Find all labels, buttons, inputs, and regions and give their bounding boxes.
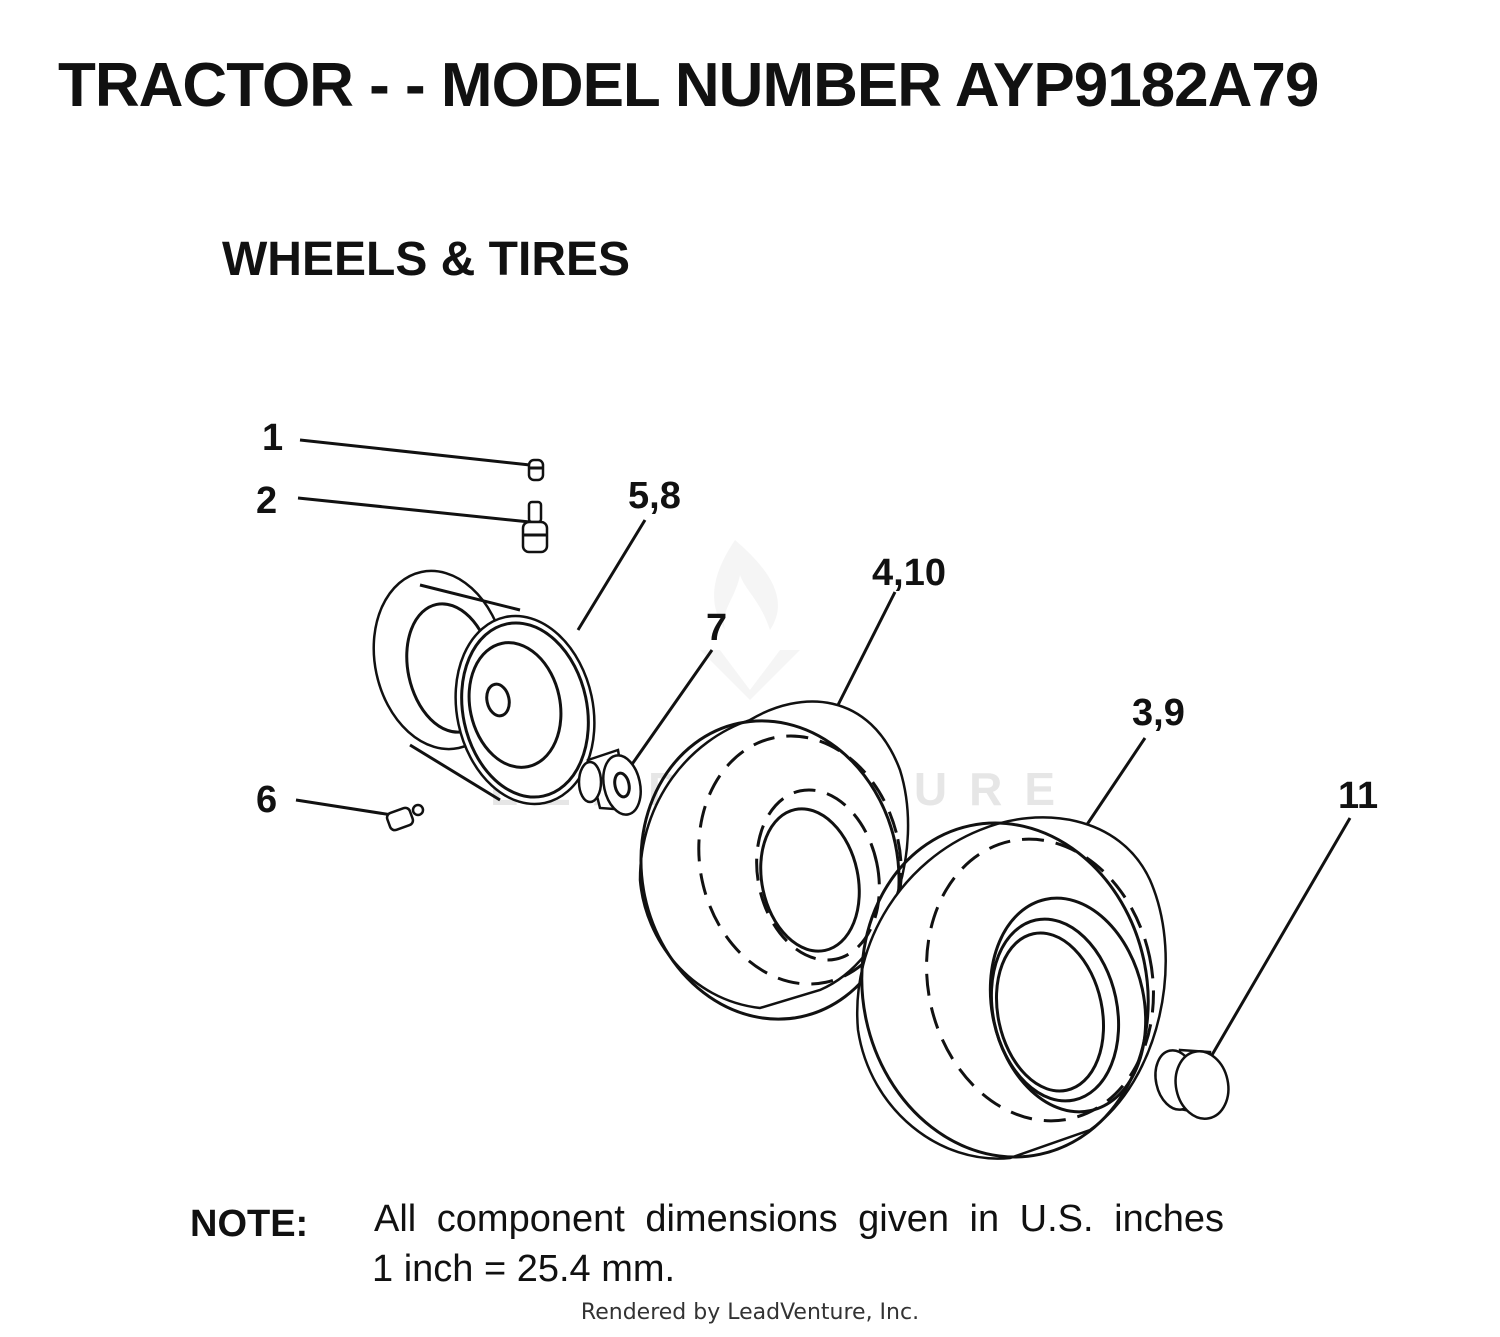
note-dimensions-text: All component dimensions given in U.S. i…: [374, 1198, 1224, 1240]
rear-tire-part-3-9: [855, 816, 1167, 1160]
callout-2: 2: [256, 480, 277, 522]
bushing-part-7: [577, 748, 642, 816]
callout-1: 1: [262, 417, 283, 459]
callout-4-10: 4,10: [872, 552, 946, 594]
grease-fitting-part-6: [385, 803, 425, 832]
watermark-logo-icon: [700, 540, 800, 700]
valve-cap-part-1: [527, 458, 545, 482]
footer-credit: Rendered by LeadVenture, Inc.: [580, 1300, 920, 1325]
callout-5-8: 5,8: [628, 475, 681, 517]
callout-7: 7: [706, 607, 727, 649]
section-title: WHEELS & TIRES: [222, 233, 631, 286]
front-tire-part-4-10: [638, 700, 910, 1021]
callout-6: 6: [256, 779, 277, 821]
hub-cap-part-11: [1154, 1048, 1230, 1120]
callout-3-9: 3,9: [1132, 692, 1185, 734]
note-conversion-text: 1 inch = 25.4 mm.: [372, 1248, 676, 1290]
callout-11: 11: [1338, 775, 1378, 817]
valve-stem-part-2: [521, 500, 549, 554]
note-label: NOTE:: [190, 1203, 309, 1245]
leader-lines: [295, 438, 1352, 1056]
wheel-rim-part-5-8: [372, 569, 596, 806]
page-title: TRACTOR - - MODEL NUMBER AYP9182A79: [58, 51, 1319, 120]
